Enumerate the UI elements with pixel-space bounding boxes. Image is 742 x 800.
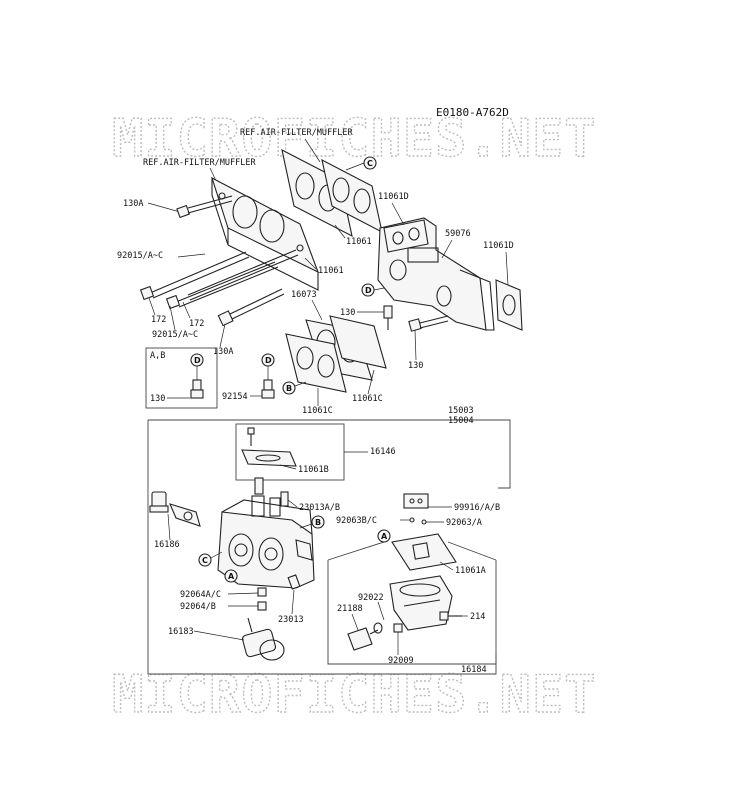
label-11061a: 11061A [455, 566, 486, 576]
label-11061d-b: 11061D [483, 241, 514, 251]
washer-92022 [373, 622, 383, 634]
float-bowl-box-left [327, 541, 385, 561]
callout-b-lower [311, 515, 325, 529]
label-92015-b: 92015/A~C [152, 330, 198, 340]
screw-214 [439, 611, 462, 621]
screw-16146 [247, 427, 255, 446]
label-92022: 92022 [358, 593, 384, 603]
bolt-130-b [408, 315, 449, 332]
label-15003: 15003 [448, 406, 474, 416]
stud-third [187, 249, 299, 301]
label-16183: 16183 [168, 627, 194, 637]
gasket-11061c-right [329, 315, 387, 369]
bolt-92154 [261, 379, 275, 399]
label-11061c-a: 11061C [302, 406, 333, 416]
fuel-cut-solenoid-16186 [149, 491, 201, 527]
label-59076: 59076 [445, 229, 471, 239]
jet-23013 [287, 574, 301, 590]
bolt-130a-top [176, 195, 233, 219]
label-11061c-b: 11061C [352, 394, 383, 404]
label-23013ab: 23013A/B [299, 503, 340, 513]
label-16146: 16146 [370, 447, 396, 457]
label-130-b: 130 [408, 361, 423, 371]
plug-92064b [257, 601, 267, 611]
stud-lower [165, 261, 279, 310]
callout-b-lower-text: B [315, 518, 321, 527]
label-11061-b: 11061 [318, 266, 344, 276]
oring-92063bc [409, 517, 415, 523]
gasket-11061a [391, 533, 457, 571]
ab-variant-box [145, 347, 218, 409]
solenoid-21188 [347, 627, 379, 651]
label-11061d-a: 11061D [378, 192, 409, 202]
callout-a-bowl [377, 529, 391, 543]
label-99916: 99916/A/B [454, 503, 500, 513]
ab-box-label: A,B [150, 351, 165, 361]
label-214: 214 [470, 612, 485, 622]
label-130-a: 130 [340, 308, 355, 318]
label-92009: 92009 [388, 656, 414, 666]
jet-23013ab [254, 477, 289, 507]
bolt-130-box [190, 379, 204, 399]
label-92064b: 92064/B [180, 602, 216, 612]
label-16186: 16186 [154, 540, 180, 550]
bolt-130-a [383, 305, 393, 330]
float-bowl [389, 575, 453, 631]
label-16184: 16184 [461, 665, 487, 675]
label-92063a: 92063/A [446, 518, 482, 528]
label-130a-top: 130A [123, 199, 143, 209]
label-92063bc: 92063B/C [336, 516, 377, 526]
gasket-11061b [241, 449, 297, 467]
bolt-130a-mid [217, 288, 285, 327]
callout-b-upper-text: B [286, 384, 292, 393]
callout-c-lower-text: C [202, 556, 208, 565]
diagram-code: E0180-A762D [436, 106, 509, 119]
callout-a-bowl-text: A [381, 532, 388, 541]
float-bowl-box [327, 560, 497, 665]
gasket-11061c-left [285, 333, 347, 393]
stud-upper [139, 251, 250, 301]
gasket-11061d-upper [383, 219, 429, 253]
label-92154: 92154 [222, 392, 248, 402]
carburetor-assembly-box-top [148, 419, 511, 489]
label-21188: 21188 [337, 604, 363, 614]
callout-d-manifold-text: D [365, 286, 372, 295]
label-130-box: 130 [150, 394, 165, 404]
callout-a-body-text: A [228, 572, 235, 581]
drain-92009 [393, 623, 403, 633]
label-92015-a: 92015/A~C [117, 251, 163, 261]
label-23013: 23013 [278, 615, 304, 625]
callout-c-top-text: C [367, 159, 373, 168]
watermark-bottom: MICROFICHES.NET [112, 665, 597, 725]
oring-92063a [421, 519, 427, 525]
air-filter-base-plate [211, 176, 320, 291]
label-11061b: 11061B [298, 465, 329, 475]
callout-a-body [224, 569, 238, 583]
float-bowl-box-right [447, 541, 497, 561]
label-92064ac: 92064A/C [180, 590, 221, 600]
ref-air-filter-label-1: REF.AIR-FILTER/MUFFLER [240, 128, 353, 138]
part-16183 [242, 617, 285, 661]
carburetor-body [217, 495, 315, 589]
label-15004: 15004 [448, 416, 474, 426]
label-130a-mid: 130A [213, 347, 233, 357]
plug-92064ac [257, 587, 267, 597]
callout-b-upper [282, 381, 296, 395]
label-172-a: 172 [151, 315, 166, 325]
ref-air-filter-label-2: REF.AIR-FILTER/MUFFLER [143, 158, 256, 168]
watermark-top: MICROFICHES.NET [112, 109, 597, 169]
gasket-11061d-right [495, 279, 523, 331]
label-172-b: 172 [189, 319, 204, 329]
label-16073: 16073 [291, 290, 317, 300]
callout-c-lower [198, 553, 212, 567]
part-99916 [403, 493, 429, 509]
callout-d-box-text: D [194, 356, 201, 365]
callout-d-92154-text: D [265, 356, 272, 365]
label-11061-a: 11061 [346, 237, 372, 247]
